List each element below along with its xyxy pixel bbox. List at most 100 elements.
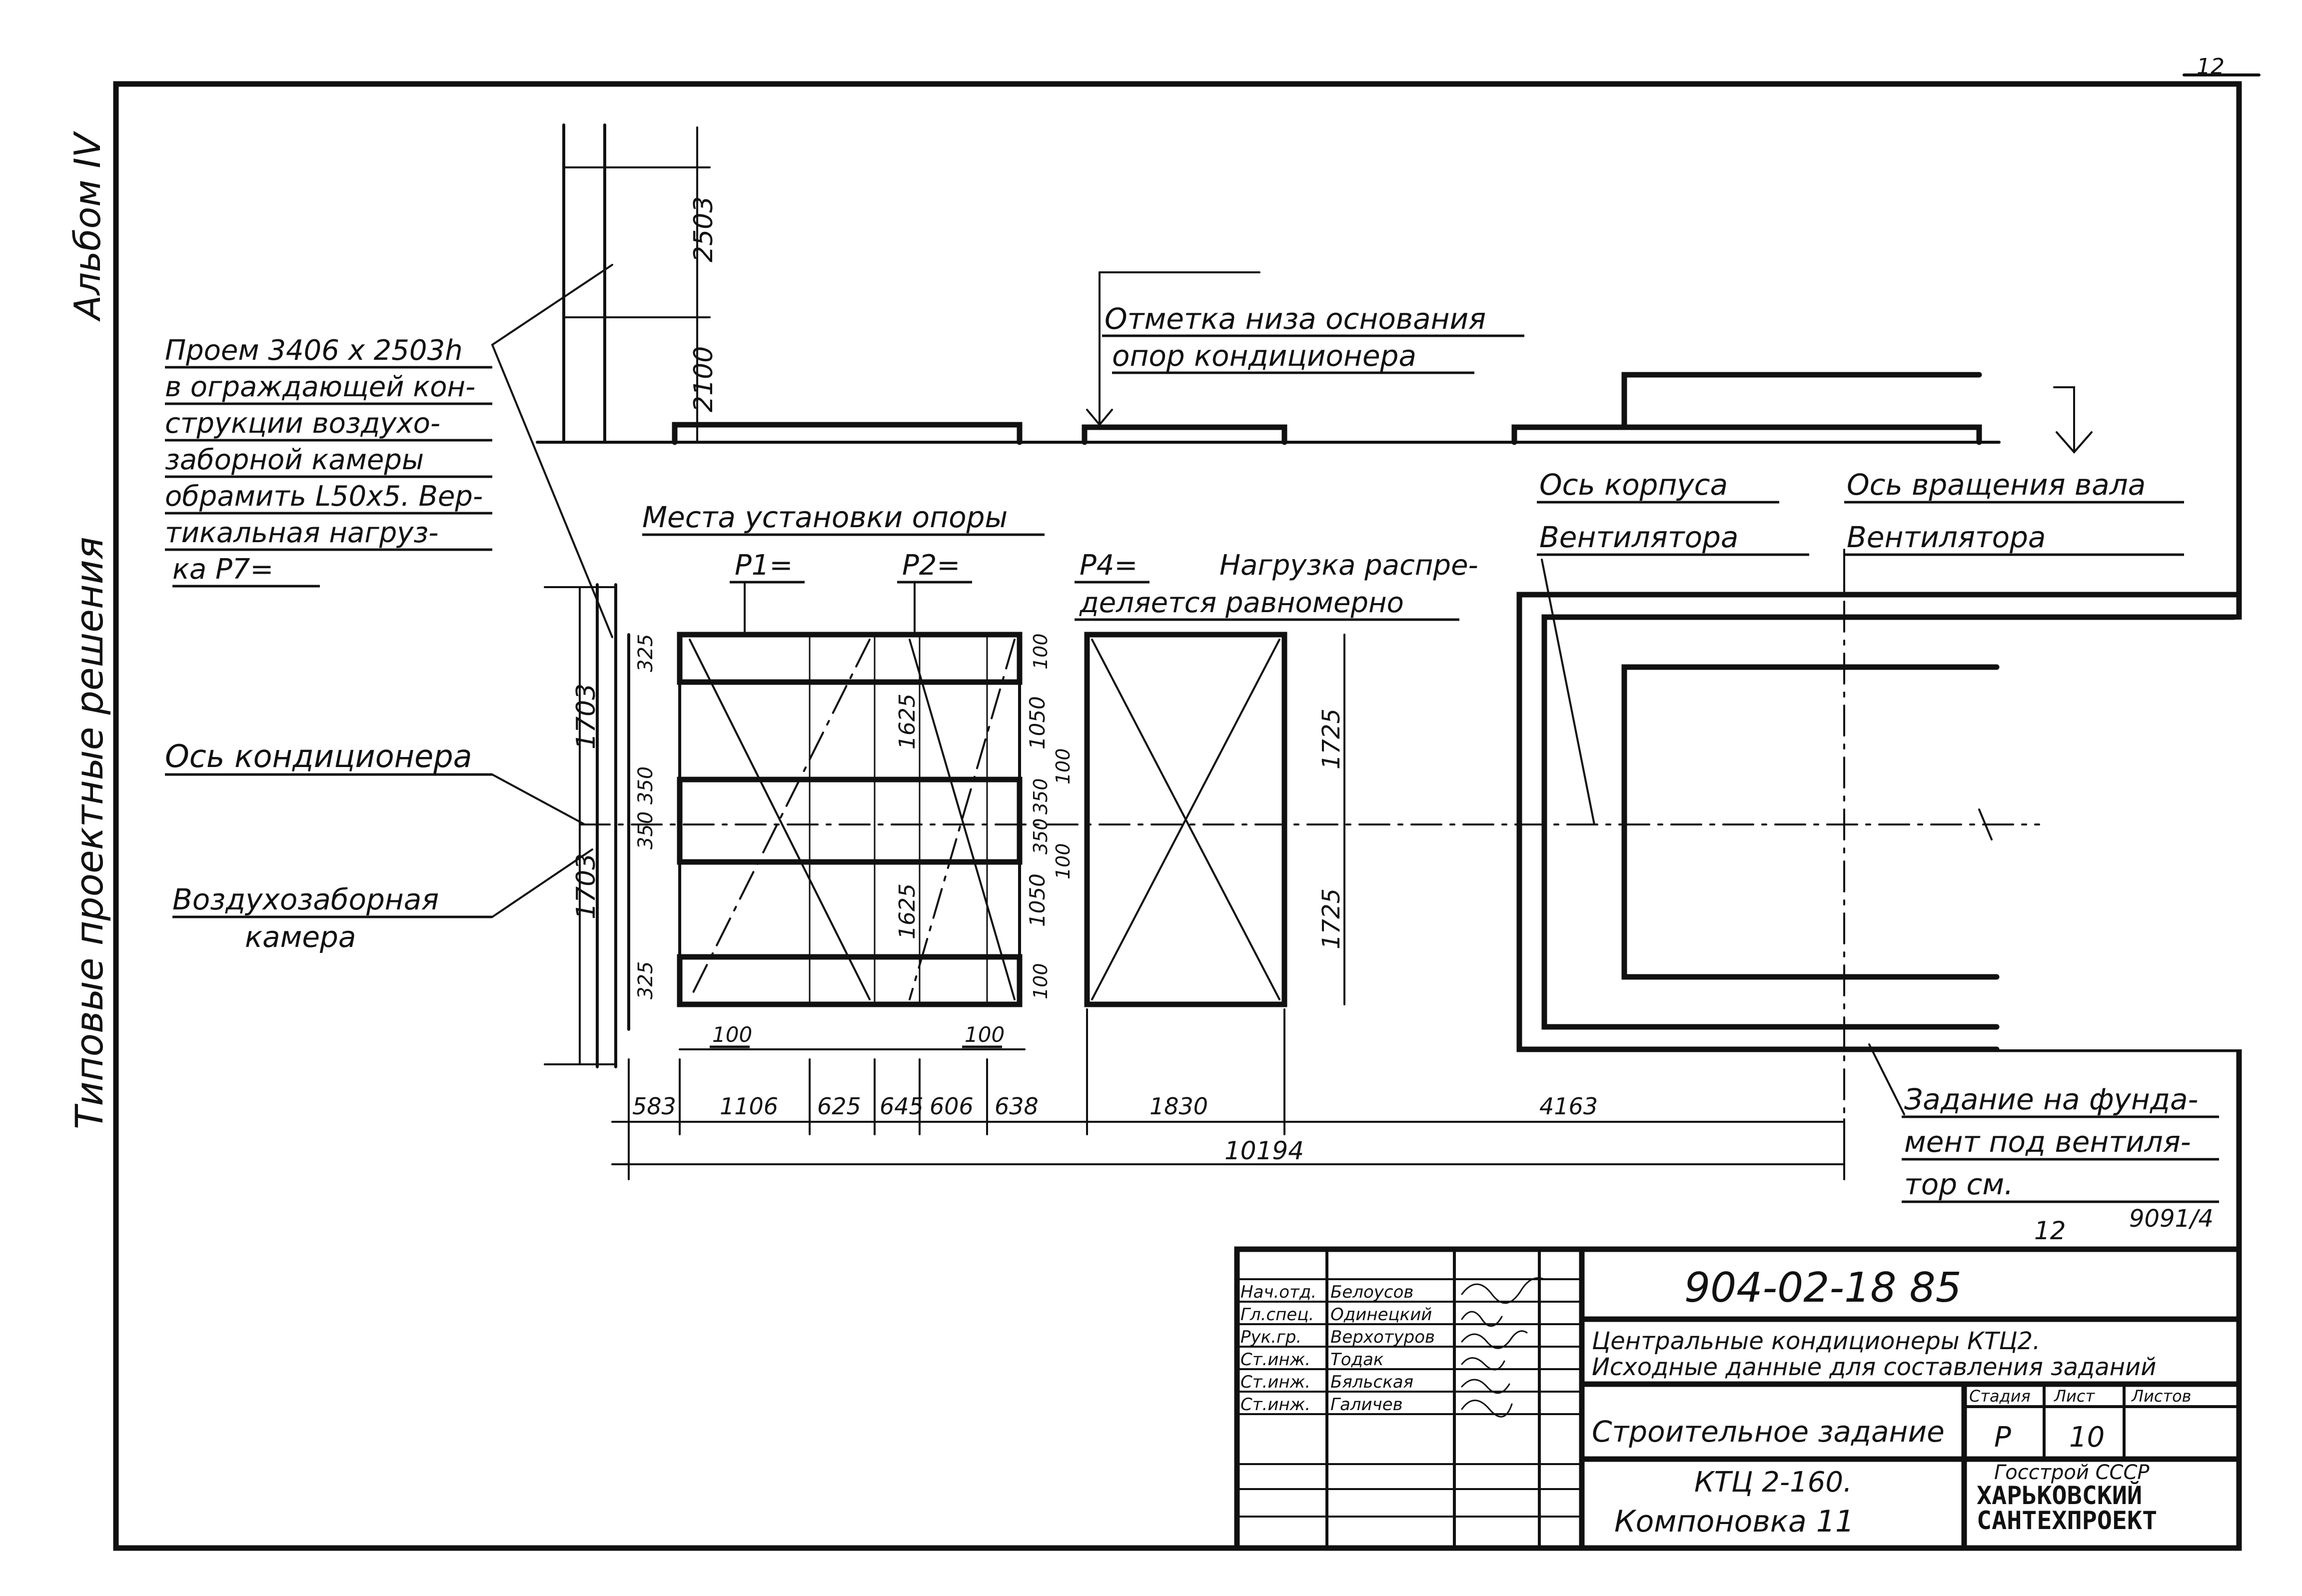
dim-h645: 645 <box>880 1093 924 1120</box>
dim-h638: 638 <box>995 1093 1039 1120</box>
tb-role-4: Ст.инж. <box>1240 1350 1310 1370</box>
dim-v350a: 350 <box>634 767 657 804</box>
dim-h1106: 1106 <box>720 1093 778 1120</box>
axis-shaft-label-1: Ось вращения вала <box>1847 468 2146 502</box>
tb-name-5: Бяльская <box>1330 1372 1413 1392</box>
axis-body-label-1: Ось корпуса <box>1539 468 1728 502</box>
dim-h100a: 100 <box>712 1022 752 1047</box>
axis-shaft-label-2: Вентилятора <box>1847 520 2046 554</box>
support-beam-3 <box>677 954 1023 1007</box>
cross-d <box>909 639 1016 1000</box>
foundation-leader <box>1868 1043 1905 1115</box>
load-note-2: деляется равномерно <box>1079 587 1404 619</box>
conditioner-axis-break <box>1978 808 1993 840</box>
supports-label: Места установки опоры <box>642 500 1008 534</box>
axis-ac-leader <box>491 774 586 825</box>
signature-4 <box>1461 1357 1505 1371</box>
dim-v100c: 100 <box>1052 843 1074 879</box>
tb-title-2: Исходные данные для составления заданий <box>1592 1353 2156 1381</box>
dim-v1625b: 1625 <box>895 883 920 939</box>
opening-note-4: заборной камеры <box>165 444 424 476</box>
cross-b <box>689 639 871 1000</box>
air-chamber-label-2: камера <box>245 920 356 954</box>
tb-sub1: КТЦ 2-160. <box>1694 1466 1852 1499</box>
floor-slab-left <box>672 422 1023 445</box>
cross-c <box>909 639 1016 1000</box>
dim-2100: 2100 <box>689 346 719 412</box>
floor-slab-right <box>1511 424 1982 445</box>
dim-v1725a: 1725 <box>1317 709 1345 770</box>
dim-left-1703-top: 1703 <box>571 684 601 750</box>
signature-3 <box>1461 1330 1528 1349</box>
dim-total: 10194 <box>1224 1136 1304 1165</box>
tb-name-3: Верхотуров <box>1330 1327 1435 1347</box>
tb-stage: Р <box>1994 1421 2011 1454</box>
dim-h4163: 4163 <box>1539 1093 1598 1120</box>
opening-leader-b <box>491 344 613 638</box>
fan-axis-leader <box>1541 559 1595 825</box>
fan-unit-elevation <box>1621 372 1982 430</box>
dim-v1725b: 1725 <box>1317 888 1345 949</box>
air-chamber-label-1: Воздухозаборная <box>172 882 439 916</box>
dim-h606: 606 <box>930 1093 974 1120</box>
foundation-note-2: мент под вентиля- <box>1904 1125 2191 1159</box>
tb-role-1: Нач.отд. <box>1240 1282 1316 1302</box>
tb-org2: ХАРЬКОВСКИЙ <box>1977 1481 2142 1510</box>
tb-stage-header: Стадия <box>1969 1387 2031 1406</box>
opening-note-2: в ограждающей кон- <box>165 371 475 403</box>
plan-view: 1703 1703 325 350 350 325 1625 1625 1050… <box>544 549 2247 1120</box>
opening-note: Проем 3406 х 2503h в ограждающей кон- ст… <box>165 264 613 638</box>
elevation-view: 2503 2100 <box>536 123 2093 454</box>
tb-name-1: Белоусов <box>1330 1282 1413 1302</box>
dim-h583: 583 <box>632 1093 676 1120</box>
dim-v1050b: 1050 <box>1025 873 1050 927</box>
signature-2 <box>1461 1311 1503 1327</box>
dimension-chain: 583 1106 625 645 606 638 1830 4163 10194 <box>611 1008 1845 1180</box>
opening-note-1: Проем 3406 х 2503h <box>165 334 463 367</box>
tb-org1: Госстрой СССР <box>1994 1461 2150 1484</box>
tb-role-6: Ст.инж. <box>1240 1395 1310 1415</box>
corner-mark: 12 <box>2197 54 2225 79</box>
ref-doc: 9091/4 <box>2129 1205 2214 1233</box>
album-title: Альбом IV <box>66 130 108 322</box>
p2-label: P2= <box>902 549 960 582</box>
opening-note-6: тикальная нагруз- <box>165 517 438 549</box>
tb-role-5: Ст.инж. <box>1240 1372 1310 1392</box>
dim-h1830: 1830 <box>1150 1093 1208 1120</box>
opening-note-7: ка P7= <box>172 553 273 586</box>
tb-doc-code: 904-02-18 85 <box>1684 1264 1962 1312</box>
dim-h100b: 100 <box>965 1022 1005 1047</box>
load-area <box>1084 632 1287 1007</box>
axis-body-label-2: Вентилятора <box>1539 520 1738 554</box>
dim-v100d: 100 <box>1030 963 1052 999</box>
tb-name-4: Тодак <box>1330 1350 1384 1370</box>
tb-name-2: Одинецкий <box>1330 1305 1432 1325</box>
conditioner-outline <box>678 633 1021 1006</box>
dim-v1625a: 1625 <box>895 694 920 750</box>
foundation-note-3: тор см. <box>1904 1167 2014 1201</box>
ref-num: 12 <box>2034 1216 2066 1245</box>
opening-note-5: обрамить L50x5. Вер- <box>165 480 483 513</box>
series-title: Типовые проектные решения <box>67 537 111 1129</box>
floor-slab-mid <box>1082 424 1287 445</box>
opening-leader-a <box>491 264 613 346</box>
p1-label: P1= <box>735 549 793 582</box>
tb-sheet: 10 <box>2069 1421 2105 1454</box>
dim-left-1703-bot: 1703 <box>571 853 601 919</box>
signature-5 <box>1461 1379 1510 1394</box>
p4-label: P4= <box>1080 549 1138 582</box>
tb-sheets-header: Листов <box>2131 1387 2192 1406</box>
level-mark-right <box>2053 386 2093 454</box>
tb-frame <box>1234 1246 2242 1551</box>
dim-h625: 625 <box>817 1093 861 1120</box>
tb-section: Строительное задание <box>1592 1415 1945 1449</box>
dim-v350c: 350 <box>1030 778 1052 814</box>
title-block: Нач.отд. Белоусов Гл.спец. Одинецкий Рук… <box>1234 1246 2242 1551</box>
signature-1 <box>1461 1277 1545 1304</box>
dim-v325b: 325 <box>634 961 657 999</box>
dim-v1050a: 1050 <box>1025 696 1050 750</box>
tb-name-6: Галичев <box>1330 1395 1403 1415</box>
tb-sheet-header: Лист <box>2054 1387 2095 1406</box>
